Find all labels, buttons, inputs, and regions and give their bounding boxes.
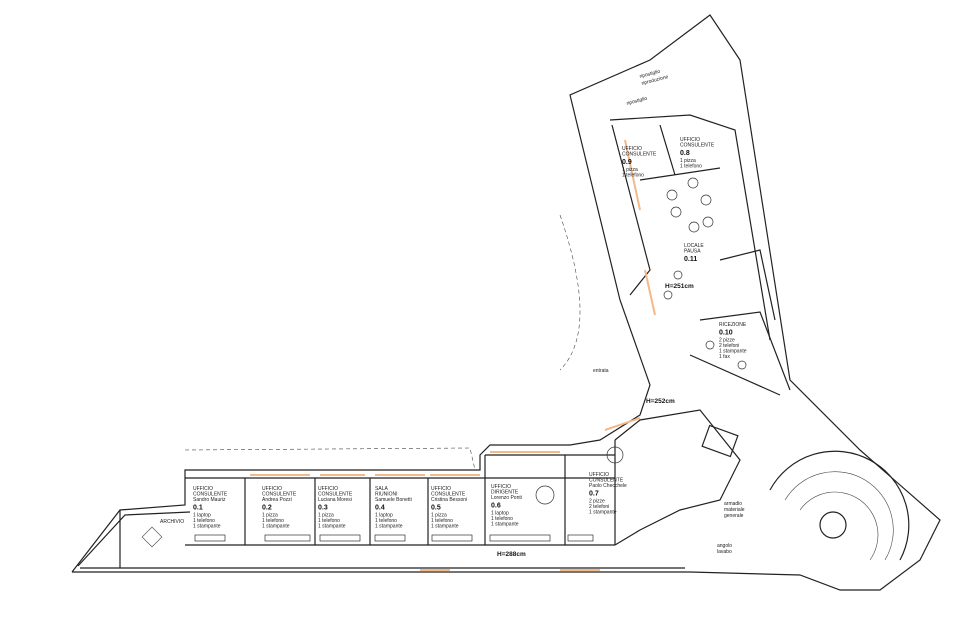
room-occupant: Andrea Pozzi — [262, 497, 292, 503]
room-title: CONSULENTE — [680, 143, 715, 149]
room-title: UFFICIO — [193, 486, 213, 492]
room-equipment: 1 stampante — [431, 524, 459, 530]
room-title: CONSULENTE — [193, 492, 228, 498]
room-title: UFFICIO — [589, 472, 609, 478]
room-equipment: 2 telefoni — [719, 343, 739, 349]
walls — [71, 14, 941, 591]
room-equipment: 1 laptop — [375, 513, 393, 519]
washbasin-label-1: angolo — [717, 543, 732, 549]
height-label-pause: H=251cm — [665, 283, 694, 290]
room-equipment: 1 laptop — [193, 513, 211, 519]
archive-label: ARCHIVIO — [160, 519, 184, 525]
room-equipment: 2 pizze — [589, 499, 605, 505]
room-occupant: Cristina Bessoni — [431, 497, 467, 503]
room-title: UFFICIO — [318, 486, 338, 492]
room-title: RIUNIONI — [375, 492, 398, 498]
room-title: LOCALE — [684, 243, 704, 249]
room-title: CONSULENTE — [622, 152, 657, 158]
room-equipment: 1 stampante — [375, 524, 403, 530]
room-number: 0.3 — [318, 505, 328, 512]
room-occupant: Lorenzo Ponti — [491, 495, 522, 501]
room-number: 0.2 — [262, 505, 272, 512]
window-accents — [250, 139, 656, 571]
room-equipment: 1 telefono — [262, 518, 284, 524]
room-title: UFFICIO — [491, 484, 511, 490]
room-title: UFFICIO — [431, 486, 451, 492]
room-equipment: 1 fax — [719, 354, 730, 360]
room-occupant: Paolo Checchele — [589, 483, 627, 489]
room-occupant: Luciana Moresi — [318, 497, 352, 503]
room-number: 0.11 — [684, 256, 697, 263]
entrance-label: entrata — [593, 368, 609, 374]
room-equipment: 1 pizza — [431, 513, 447, 519]
room-equipment: 1 stampante — [262, 524, 290, 530]
room-number: 0.1 — [193, 505, 203, 512]
room-equipment: 1 telefono — [318, 518, 340, 524]
room-equipment: 1 stampante — [193, 524, 221, 530]
room-equipment: 1 pizza — [622, 167, 638, 173]
room-equipment: 1 pizza — [262, 513, 278, 519]
room-title: UFFICIO — [262, 486, 282, 492]
room-equipment: 1 telefono — [431, 518, 453, 524]
room-title: UFFICIO — [622, 146, 642, 152]
room-number: 0.7 — [589, 491, 599, 498]
cabinet-label-3: generale — [724, 513, 744, 519]
room-equipment: 1 telefono — [375, 518, 397, 524]
room-equipment: 1 stampante — [719, 349, 747, 355]
room-equipment: 1 telefono — [680, 164, 702, 170]
room-title: CONSULENTE — [318, 492, 353, 498]
room-title: CONSULENTE — [431, 492, 466, 498]
room-equipment: 2 pizze — [719, 338, 735, 344]
cabinet-label-1: armadio — [724, 501, 742, 507]
room-equipment: 1 telefono — [193, 518, 215, 524]
room-title: PAUSA — [684, 249, 701, 255]
washbasin-label-2: lavabo — [717, 549, 732, 555]
room-equipment: 1 stampante — [491, 522, 519, 528]
room-number: 0.10 — [719, 330, 733, 337]
furniture — [194, 177, 747, 542]
room-equipment: 1 stampante — [318, 524, 346, 530]
room-number: 0.9 — [622, 159, 632, 166]
room-title: RICEZIONE — [719, 322, 747, 328]
room-number: 0.8 — [680, 150, 690, 157]
cabinet-label-2: materiale — [724, 507, 745, 513]
room-equipment: 1 laptop — [491, 511, 509, 517]
height-label-entrance: H=252cm — [646, 398, 675, 405]
room-number: 0.6 — [491, 503, 501, 510]
room-equipment: 2 telefoni — [589, 504, 609, 510]
room-occupant: Samuele Bonetti — [375, 497, 412, 503]
room-equipment: 1 pizza — [318, 513, 334, 519]
room-title: SALA — [375, 486, 388, 492]
room-equipment: 1 pizza — [680, 158, 696, 164]
height-label-offices: H=288cm — [497, 551, 526, 558]
room-equipment: 1 telefono — [491, 516, 513, 522]
room-equipment: 1 stampante — [589, 510, 617, 516]
room-number: 0.4 — [375, 505, 385, 512]
room-occupant: Sandro Mauriz — [193, 497, 226, 503]
room-title: DIRIGENTE — [491, 490, 519, 496]
room-title: CONSULENTE — [262, 492, 297, 498]
room-number: 0.5 — [431, 505, 441, 512]
room-equipment: 1 telefono — [622, 173, 644, 179]
reprography-label-1: ripostiglio — [639, 69, 661, 80]
room-title: CONSULENTE — [589, 478, 624, 484]
room-title: UFFICIO — [680, 137, 700, 143]
storage-label: ripostiglio — [626, 96, 648, 107]
